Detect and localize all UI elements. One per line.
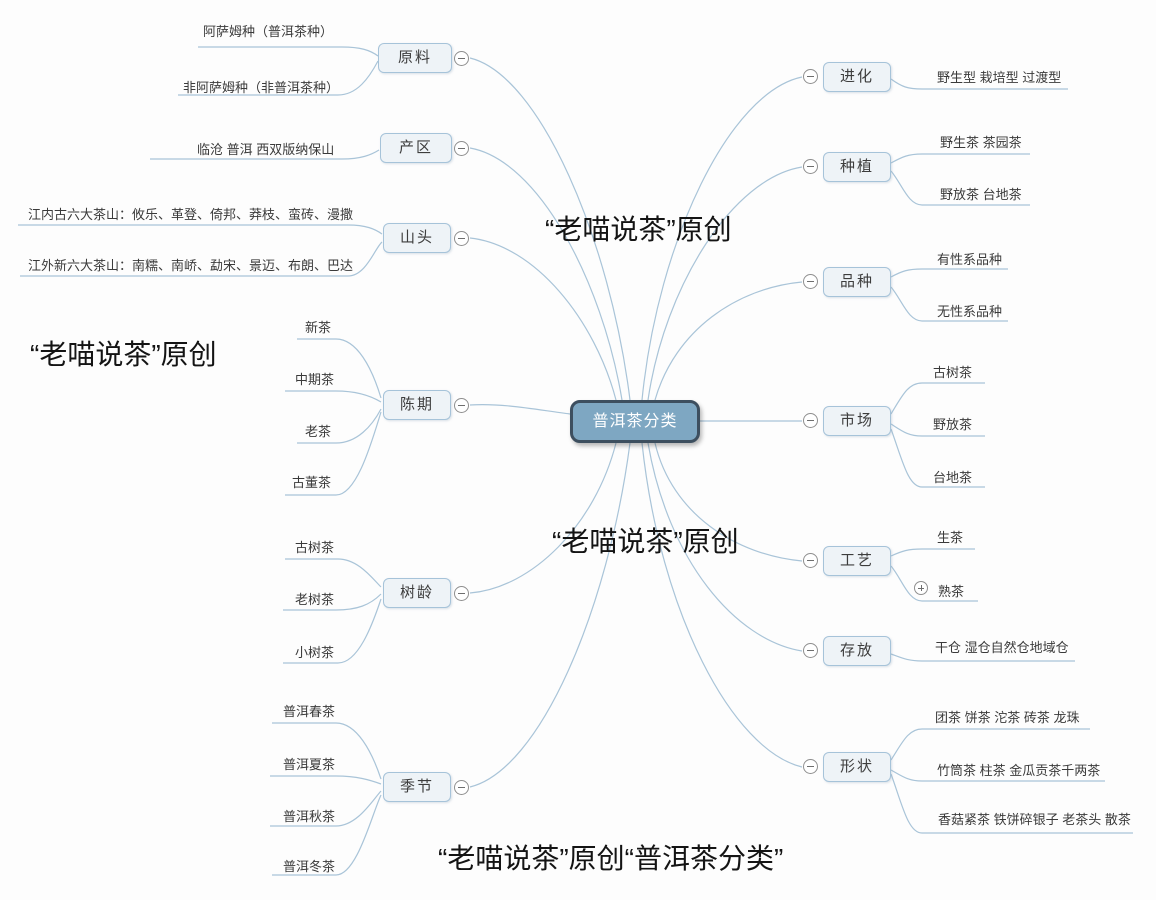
leaf-label[interactable]: 老茶	[305, 424, 332, 439]
collapse-minus-icon[interactable]	[803, 274, 818, 289]
branch-node-shape[interactable]: 形状	[823, 752, 891, 782]
watermark-top: “老喵说茶”原创	[545, 214, 732, 245]
branch-node-raw-material[interactable]: 原料	[378, 43, 452, 73]
branch-node-evolution[interactable]: 进化	[823, 62, 891, 92]
leaf-label[interactable]: 普洱冬茶	[283, 859, 336, 874]
collapse-minus-icon[interactable]	[803, 759, 818, 774]
collapse-minus-icon[interactable]	[454, 586, 469, 601]
branch-node-mountain[interactable]: 山头	[383, 223, 451, 253]
watermark-bottom: “老喵说茶”原创“普洱茶分类”	[438, 843, 784, 874]
collapse-minus-icon[interactable]	[454, 231, 469, 246]
expand-plus-icon[interactable]	[914, 581, 928, 595]
leaf-label[interactable]: 野放茶 台地茶	[940, 187, 1022, 202]
branch-node-tree-age[interactable]: 树龄	[383, 578, 451, 608]
collapse-minus-icon[interactable]	[454, 780, 469, 795]
branch-node-aging-period[interactable]: 陈期	[383, 390, 451, 420]
leaf-label[interactable]: 团茶 饼茶 沱茶 砖茶 龙珠	[935, 710, 1080, 725]
leaf-label[interactable]: 无性系品种	[937, 304, 1003, 319]
leaf-label[interactable]: 中期茶	[295, 372, 335, 387]
leaf-label[interactable]: 古树茶	[295, 540, 335, 555]
leaf-label[interactable]: 野放茶	[933, 417, 973, 432]
leaf-label[interactable]: 野生茶 茶园茶	[940, 135, 1022, 150]
collapse-minus-icon[interactable]	[803, 643, 818, 658]
leaf-label[interactable]: 普洱春茶	[283, 704, 336, 719]
branch-node-market[interactable]: 市场	[823, 406, 891, 436]
leaf-label[interactable]: 普洱秋茶	[283, 809, 336, 824]
collapse-minus-icon[interactable]	[454, 398, 469, 413]
collapse-minus-icon[interactable]	[454, 141, 469, 156]
leaf-label[interactable]: 阿萨姆种（普洱茶种）	[203, 24, 334, 39]
leaf-label[interactable]: 生茶	[937, 530, 964, 545]
collapse-minus-icon[interactable]	[803, 159, 818, 174]
leaf-label[interactable]: 江外新六大茶山：南糯、南峤、勐宋、景迈、布朗、巴达	[28, 258, 354, 273]
branch-node-process[interactable]: 工艺	[823, 546, 891, 576]
branch-node-storage[interactable]: 存放	[823, 636, 891, 666]
leaf-label[interactable]: 熟茶	[938, 584, 965, 599]
leaf-label[interactable]: 干仓 湿仓自然仓地域仓	[935, 640, 1069, 655]
collapse-minus-icon[interactable]	[803, 553, 818, 568]
leaf-label[interactable]: 香菇紧茶 铁饼碎银子 老茶头 散茶	[938, 812, 1131, 827]
branch-node-season[interactable]: 季节	[383, 772, 451, 802]
leaf-label[interactable]: 新茶	[305, 320, 332, 335]
leaf-label[interactable]: 非阿萨姆种（非普洱茶种）	[183, 80, 340, 95]
collapse-minus-icon[interactable]	[803, 69, 818, 84]
branch-node-region[interactable]: 产区	[380, 133, 452, 163]
leaf-label[interactable]: 台地茶	[933, 470, 973, 485]
watermark-center: “老喵说茶”原创	[552, 526, 739, 557]
leaf-label[interactable]: 临沧 普洱 西双版纳保山	[197, 142, 335, 157]
leaf-label[interactable]: 江内古六大茶山：攸乐、革登、倚邦、莽枝、蛮砖、漫撒	[28, 207, 354, 222]
leaf-label[interactable]: 小树茶	[295, 645, 335, 660]
root-node[interactable]: 普洱茶分类	[570, 400, 700, 443]
leaf-label[interactable]: 野生型 栽培型 过渡型	[937, 70, 1062, 85]
leaf-label[interactable]: 竹筒茶 柱茶 金瓜贡茶千两茶	[937, 763, 1101, 778]
branch-node-planting[interactable]: 种植	[823, 152, 891, 182]
leaf-label[interactable]: 有性系品种	[937, 252, 1003, 267]
collapse-minus-icon[interactable]	[454, 51, 469, 66]
branch-node-variety[interactable]: 品种	[823, 267, 891, 297]
leaf-label[interactable]: 古树茶	[933, 365, 973, 380]
watermark-left: “老喵说茶”原创	[30, 339, 217, 370]
leaf-label[interactable]: 普洱夏茶	[283, 757, 336, 772]
leaf-label[interactable]: 古董茶	[292, 475, 332, 490]
collapse-minus-icon[interactable]	[803, 413, 818, 428]
leaf-label[interactable]: 老树茶	[295, 592, 335, 607]
